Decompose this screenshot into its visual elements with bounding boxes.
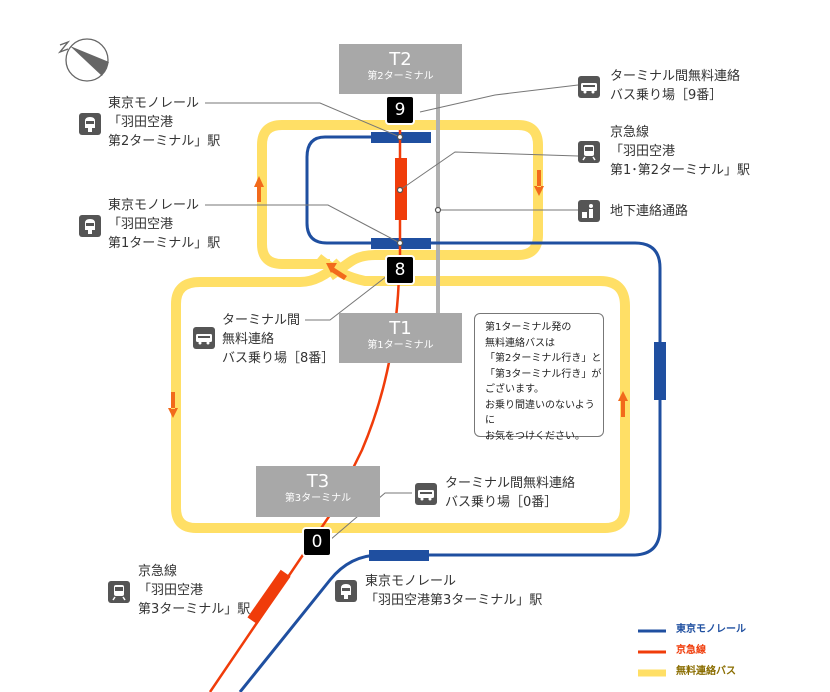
label-line: ターミナル間 [222, 313, 301, 328]
leader-lines [205, 84, 579, 541]
arrow-down-icon [534, 170, 544, 196]
bus-icon [415, 483, 437, 505]
monorail-icon [79, 113, 101, 135]
leader-dots [396, 133, 442, 247]
notice-line: ございます。 [485, 384, 544, 395]
bus-stop-0-badge[interactable]: 0 [302, 527, 332, 557]
label-line: 東京モノレール [365, 574, 457, 589]
label-line: バス乗り場［8番］ [222, 351, 335, 366]
notice-line: お乗り間違いのないように [485, 399, 595, 427]
arrow-diagonal-icon [326, 263, 347, 280]
label-line: 「羽田空港 [138, 583, 204, 598]
label-line: 無料連絡 [222, 332, 275, 347]
terminal-t1[interactable]: T1 第1ターミナル [339, 313, 462, 363]
terminal-t2[interactable]: T2 第2ターミナル [339, 44, 462, 94]
terminal-name: 第3ターミナル [284, 493, 352, 504]
notice-line: 第1ターミナル発の [485, 322, 572, 333]
notice-line: 無料連絡バスは [485, 337, 555, 349]
notice-line: お気をつけください。 [485, 430, 585, 442]
bus-direction-arrows [168, 170, 628, 418]
label-bus-stop-8[interactable]: ターミナル間 無料連絡 バス乗り場［8番］ [222, 311, 334, 368]
monorail-icon [79, 215, 101, 237]
label-line: 「羽田空港 [610, 144, 676, 159]
label-line: 第3ターミナル」駅 [138, 602, 251, 617]
terminal-code: T3 [306, 471, 330, 492]
notice-box: 第1ターミナル発の 無料連絡バスは 「第2ターミナル行き」と 「第3ターミナル行… [474, 313, 604, 442]
underpass-icon [578, 200, 600, 222]
monorail-icon [335, 580, 357, 602]
monorail-line-loop [305, 135, 400, 245]
label-line: 第1ターミナル」駅 [108, 236, 221, 251]
monorail-station-mid [654, 342, 666, 400]
label-line: 東京モノレール [108, 96, 200, 111]
notice-line: 「第2ターミナル行き」と [485, 353, 602, 364]
label-line: 「羽田空港第3ターミナル」駅 [365, 593, 543, 608]
arrow-down-icon [168, 392, 178, 418]
label-line: バス乗り場［9番］ [610, 88, 723, 103]
bus-icon [578, 76, 600, 98]
label-underground-passage[interactable]: 地下連絡通路 [610, 202, 688, 221]
label-line: 第1･第2ターミナル」駅 [610, 163, 751, 178]
label-line: 東京モノレール [108, 198, 200, 213]
keikyu-line [208, 130, 402, 692]
terminal-code: T2 [389, 49, 412, 70]
bus-icon [193, 327, 215, 349]
terminal-t3[interactable]: T3 第3ターミナル [256, 466, 380, 517]
label-line: バス乗り場［0番］ [445, 495, 558, 510]
label-monorail-t3-station[interactable]: 東京モノレール 「羽田空港第3ターミナル」駅 [365, 572, 542, 610]
label-keikyu-t3-station[interactable]: 京急線 「羽田空港 第3ターミナル」駅 [138, 562, 250, 619]
terminal-name: 第2ターミナル [367, 71, 434, 82]
label-line: ターミナル間無料連絡 [445, 476, 576, 491]
label-keikyu-t12-station[interactable]: 京急線 「羽田空港 第1･第2ターミナル」駅 [610, 123, 750, 180]
keikyu-station-t3 [247, 569, 291, 625]
label-line: 地下連絡通路 [610, 204, 689, 219]
arrow-up-icon [254, 176, 264, 202]
monorail-line-main [238, 241, 662, 692]
compass-icon [57, 38, 109, 82]
label-bus-stop-9[interactable]: ターミナル間無料連絡 バス乗り場［9番］ [610, 67, 740, 105]
train-icon [578, 141, 600, 163]
bus-route-lower-loop [171, 254, 630, 533]
label-line: 京急線 [138, 564, 178, 579]
monorail-station-t3 [369, 550, 429, 561]
label-monorail-t1-station[interactable]: 東京モノレール 「羽田空港 第1ターミナル」駅 [108, 196, 220, 253]
label-bus-stop-0[interactable]: ターミナル間無料連絡 バス乗り場［0番］ [445, 474, 575, 512]
legend-label: 東京モノレール [676, 624, 746, 635]
terminal-code: T1 [389, 318, 412, 339]
train-icon [108, 581, 130, 603]
label-line: 「羽田空港 [108, 115, 174, 130]
bus-route-upper-loop [257, 120, 543, 281]
terminal-name: 第1ターミナル [367, 340, 434, 351]
bus-stop-9-badge[interactable]: 9 [385, 95, 415, 125]
legend-label: 無料連絡バス [676, 666, 736, 677]
label-line: 京急線 [610, 125, 650, 140]
legend-label: 京急線 [676, 645, 706, 656]
arrow-up-icon [618, 391, 628, 417]
label-line: ターミナル間無料連絡 [610, 69, 741, 84]
label-monorail-t2-station[interactable]: 東京モノレール 「羽田空港 第2ターミナル」駅 [108, 94, 220, 151]
bus-stop-8-badge[interactable]: 8 [385, 255, 415, 285]
notice-line: 「第3ターミナル行き」が [485, 368, 602, 380]
label-line: 第2ターミナル」駅 [108, 134, 221, 149]
label-line: 「羽田空港 [108, 217, 174, 232]
